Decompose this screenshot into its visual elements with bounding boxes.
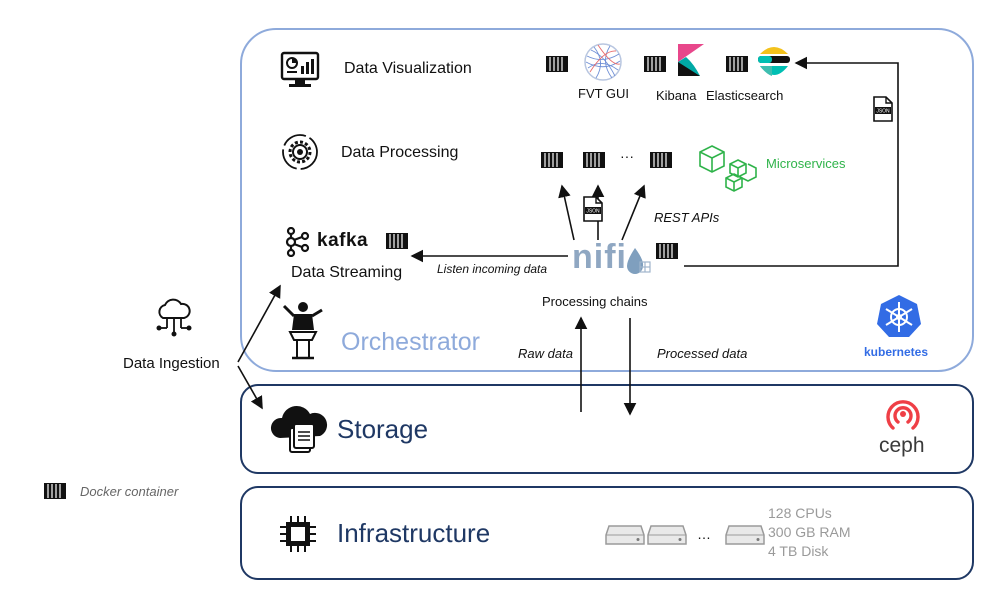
legend-docker-label: Docker container <box>80 484 179 499</box>
data-processing-label: Data Processing <box>341 144 459 161</box>
kubernetes-label: kubernetes <box>864 345 929 359</box>
docker-container-icon <box>386 233 408 249</box>
server-icon <box>647 525 687 545</box>
processing-chains-label: Processing chains <box>542 294 648 309</box>
ceph-label: ceph <box>879 434 925 457</box>
docker-container-icon <box>583 152 605 168</box>
fvt-gui-label: FVT GUI <box>578 86 630 101</box>
infra-spec-cpus: 128 CPUs <box>768 505 832 521</box>
infra-spec-ram: 300 GB RAM <box>768 524 851 540</box>
processing-gear-icon <box>282 134 318 170</box>
docker-container-icon <box>541 152 563 168</box>
storage-cloud-icon <box>270 405 328 453</box>
storage-label: Storage <box>337 414 429 444</box>
visualization-icon <box>280 51 320 87</box>
kafka-logo-icon <box>285 227 310 257</box>
orchestrator-conductor-icon <box>282 302 323 360</box>
storage-box <box>240 384 974 474</box>
data-ingestion-cloud-icon <box>156 298 192 337</box>
microservices-cubes-icon <box>699 145 757 192</box>
kubernetes-icon <box>877 295 921 337</box>
infra-spec-disk: 4 TB Disk <box>768 543 829 559</box>
infrastructure-label: Infrastructure <box>337 518 491 548</box>
server-icon <box>725 525 765 545</box>
kibana-icon <box>678 44 704 76</box>
docker-container-icon <box>644 56 666 72</box>
svg-text:JSON: JSON <box>876 109 890 115</box>
kibana-label: Kibana <box>656 88 697 103</box>
orchestrator-box <box>240 28 974 372</box>
infrastructure-box <box>240 486 974 580</box>
json-file-icon: JSON <box>583 196 603 222</box>
orchestrator-label: Orchestrator <box>341 328 480 356</box>
nifi-drop-icon <box>627 248 651 274</box>
nifi-logo: nifi <box>572 238 627 276</box>
data-streaming-label: Data Streaming <box>291 264 403 281</box>
json-file-icon: JSON <box>873 96 893 122</box>
fvt-gui-icon <box>584 43 622 81</box>
elasticsearch-label: Elasticsearch <box>706 88 784 103</box>
processed-data-label: Processed data <box>657 346 748 361</box>
docker-container-icon <box>546 56 568 72</box>
docker-container-icon <box>44 483 66 499</box>
rest-apis-label: REST APIs <box>654 210 720 225</box>
ceph-icon <box>886 400 920 430</box>
docker-container-icon <box>650 152 672 168</box>
listen-incoming-label: Listen incoming data <box>437 262 548 276</box>
data-ingestion-label: Data Ingestion <box>123 355 220 372</box>
cpu-chip-icon <box>280 516 316 552</box>
svg-text:JSON: JSON <box>586 209 600 215</box>
data-visualization-label: Data Visualization <box>344 60 472 77</box>
server-icon <box>605 525 645 545</box>
elasticsearch-icon <box>758 47 790 76</box>
services-ellipsis: ··· <box>620 148 634 164</box>
microservices-label: Microservices <box>766 156 846 171</box>
docker-container-icon <box>656 243 678 259</box>
servers-ellipsis: … <box>697 526 711 542</box>
kafka-label: kafka <box>317 230 369 251</box>
raw-data-label: Raw data <box>518 346 573 361</box>
docker-container-icon <box>726 56 748 72</box>
